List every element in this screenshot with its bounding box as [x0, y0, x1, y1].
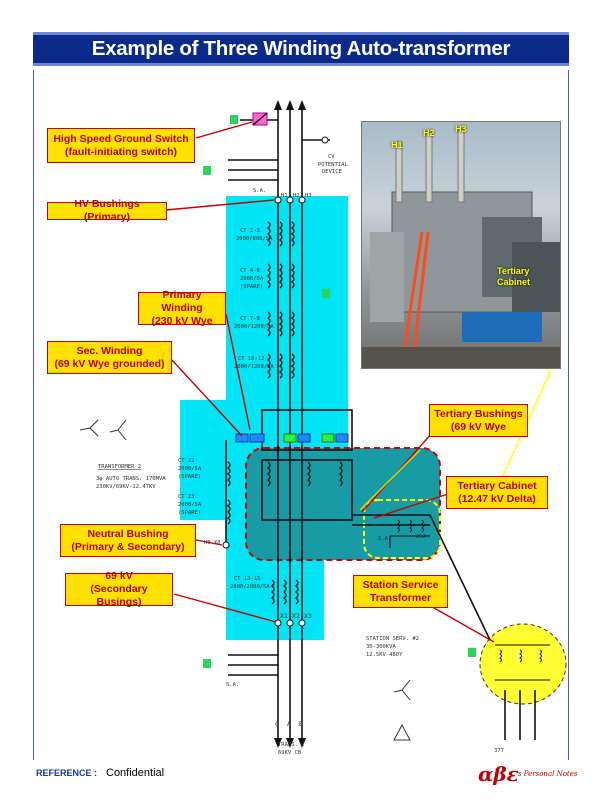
- ct22-1: CT 22: [178, 458, 195, 464]
- trans-2: 69KV CB: [278, 750, 302, 756]
- ct1315-1: CT 13-15: [234, 576, 261, 582]
- callout-primary-winding: Primary Winding(230 kV Wye: [138, 289, 226, 327]
- fuse: 25A: [416, 534, 427, 540]
- bushing-h2: H2: [293, 193, 300, 199]
- callout-ground-switch: High Speed Ground Switch(fault-initiatin…: [47, 128, 195, 163]
- cvt-label-1: CV: [328, 154, 335, 160]
- x2: X2: [292, 612, 300, 620]
- page-title: Example of Three Winding Auto-transforme…: [33, 32, 569, 66]
- xfmr-3: 230KV/69KV-12.47KV: [96, 484, 156, 490]
- photo-tertiary-2: Cabinet: [497, 277, 531, 287]
- tertiary-teal-region: [245, 447, 441, 561]
- footer-logo: αβε: [478, 762, 519, 786]
- ct46-3: (SPARE): [240, 284, 263, 290]
- tertiary-cabinet-outline: [363, 499, 441, 559]
- ground-symbol-sa: [203, 166, 211, 175]
- station-1: STATION SERV. #2: [366, 636, 419, 642]
- bushing-h3: H3: [305, 193, 312, 199]
- station-service-oval: [479, 623, 567, 705]
- photo-h2: H2: [423, 128, 435, 138]
- cvt-label-3: DEVICE: [322, 169, 342, 175]
- ct22-2: 2000/5A: [178, 466, 202, 472]
- sa-top: S.A.: [253, 188, 266, 194]
- ct13-2: 2000/800/5A: [236, 236, 273, 242]
- photo-h3: H3: [455, 124, 467, 134]
- sa-tert: S.A.: [378, 536, 391, 542]
- xfmr-1: TRANSFORMER 2: [98, 464, 141, 470]
- bus-c: C: [275, 720, 279, 728]
- ct79-1: CT 7-9: [240, 316, 260, 322]
- footer-reference: REFERENCE :: [36, 768, 98, 778]
- x1: X1: [280, 612, 288, 620]
- sa-bottom: S.A.: [226, 682, 239, 688]
- station-3: 12.5KV-480Y: [366, 652, 403, 658]
- ct22-3: (SPARE): [178, 474, 201, 480]
- transformer-photo: H1 H2 H3 Tertiary Cabinet: [361, 121, 561, 369]
- ground-symbol-top: [230, 115, 238, 124]
- ct23-2: 2000/5A: [178, 502, 202, 508]
- footer-note: 's Personal Notes: [516, 770, 578, 778]
- footer-confidential: Confidential: [106, 767, 165, 779]
- callout-tertiary-cabinet: Tertiary Cabinet(12.47 kV Delta): [446, 476, 548, 509]
- callout-69kv: 69 kV(Secondary Busings): [65, 570, 173, 608]
- ct13-1: CT 1-3: [240, 228, 260, 234]
- ground-symbol-bottom: [203, 659, 211, 668]
- callout-sec-winding: Sec. Winding(69 kV Wye grounded): [47, 341, 172, 374]
- slide-frame: [33, 70, 569, 760]
- tag: 377: [494, 748, 504, 754]
- xfmr-2: 3φ AUTO TRANS. 170MVA: [96, 476, 166, 482]
- ct79-2: 2000/1200/5A: [234, 324, 274, 330]
- bus-b: B: [299, 720, 303, 728]
- bus-a: A: [287, 720, 291, 728]
- ct23-1: CT 23: [178, 494, 195, 500]
- ct46-1: CT 4-6: [240, 268, 260, 274]
- station-2: 30-300KVA: [366, 644, 396, 650]
- ct1012-1: CT 10-12: [238, 356, 265, 362]
- ct46-2: 2000/5A: [240, 276, 264, 282]
- photo-tertiary-1: Tertiary: [497, 266, 530, 276]
- ct1012-2: 2000/1200/5A: [234, 364, 274, 370]
- ct23-3: (SPARE): [178, 510, 201, 516]
- callout-hv-bushings: HV Bushings (Primary): [47, 198, 167, 223]
- ground-symbol-station: [468, 648, 476, 657]
- cvt-label-2: POTENTIAL: [318, 162, 348, 168]
- ground-symbol-ct46: [322, 289, 330, 298]
- callout-neutral-bushing: Neutral Bushing(Primary & Secondary): [60, 524, 196, 557]
- ct1315-2: 2000/2000/5A: [230, 584, 270, 590]
- trans-1: TRANS. 2: [278, 742, 305, 748]
- photo-h1: H1: [391, 140, 403, 150]
- x3: X3: [304, 612, 312, 620]
- h0x0: H0 X0: [204, 540, 221, 546]
- callout-tertiary-bushings: Tertiary Bushings(69 kV Wye: [429, 404, 528, 437]
- bushing-h1: H1: [281, 193, 288, 199]
